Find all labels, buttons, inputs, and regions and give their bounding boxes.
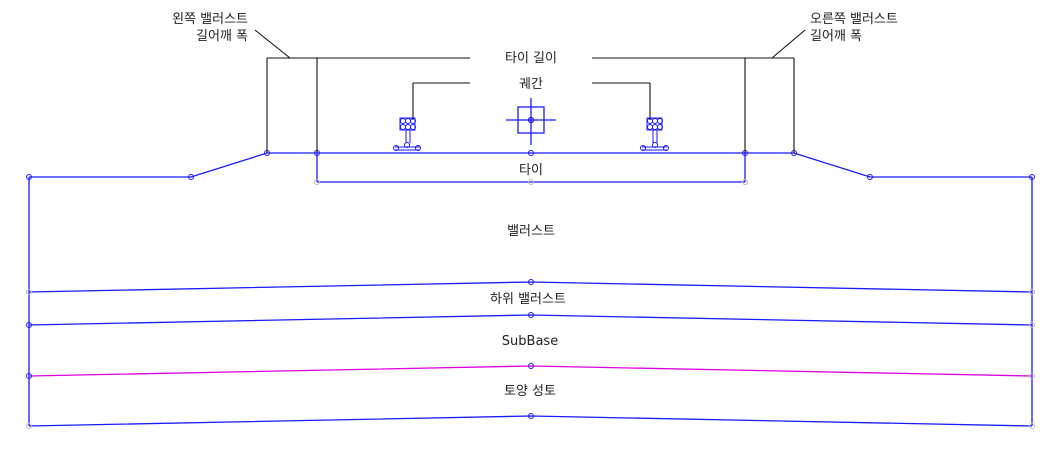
subbase-label: SubBase — [502, 334, 558, 349]
centerline-marker — [506, 98, 556, 145]
left-shoulder-label-line1: 왼쪽 밸러스트 — [172, 12, 248, 27]
right-rail — [640, 117, 669, 151]
left-rail — [393, 117, 421, 151]
sub-ballast-bottom — [28, 314, 1033, 326]
left-shoulder-label-line2: 길어깨 폭 — [196, 29, 248, 44]
control-points — [26, 150, 1035, 429]
ballast-layer — [28, 152, 1033, 426]
tie-label: 타이 — [519, 163, 543, 178]
tie — [316, 153, 746, 183]
dimension-lines — [254, 29, 806, 153]
tie-length-label: 타이 길이 — [505, 51, 557, 66]
right-shoulder-label-line2: 길어깨 폭 — [810, 29, 862, 44]
ballast-label: 밸러스트 — [507, 224, 555, 239]
sub-ballast-label: 하위 밸러스트 — [490, 292, 566, 307]
gauge-label: 궤간 — [519, 77, 543, 92]
subgrade-label: 토양 성토 — [504, 384, 556, 399]
subbase-bottom — [28, 365, 1033, 377]
subgrade-bottom — [28, 415, 1033, 427]
right-shoulder-label-line1: 오른쪽 밸러스트 — [810, 12, 898, 27]
